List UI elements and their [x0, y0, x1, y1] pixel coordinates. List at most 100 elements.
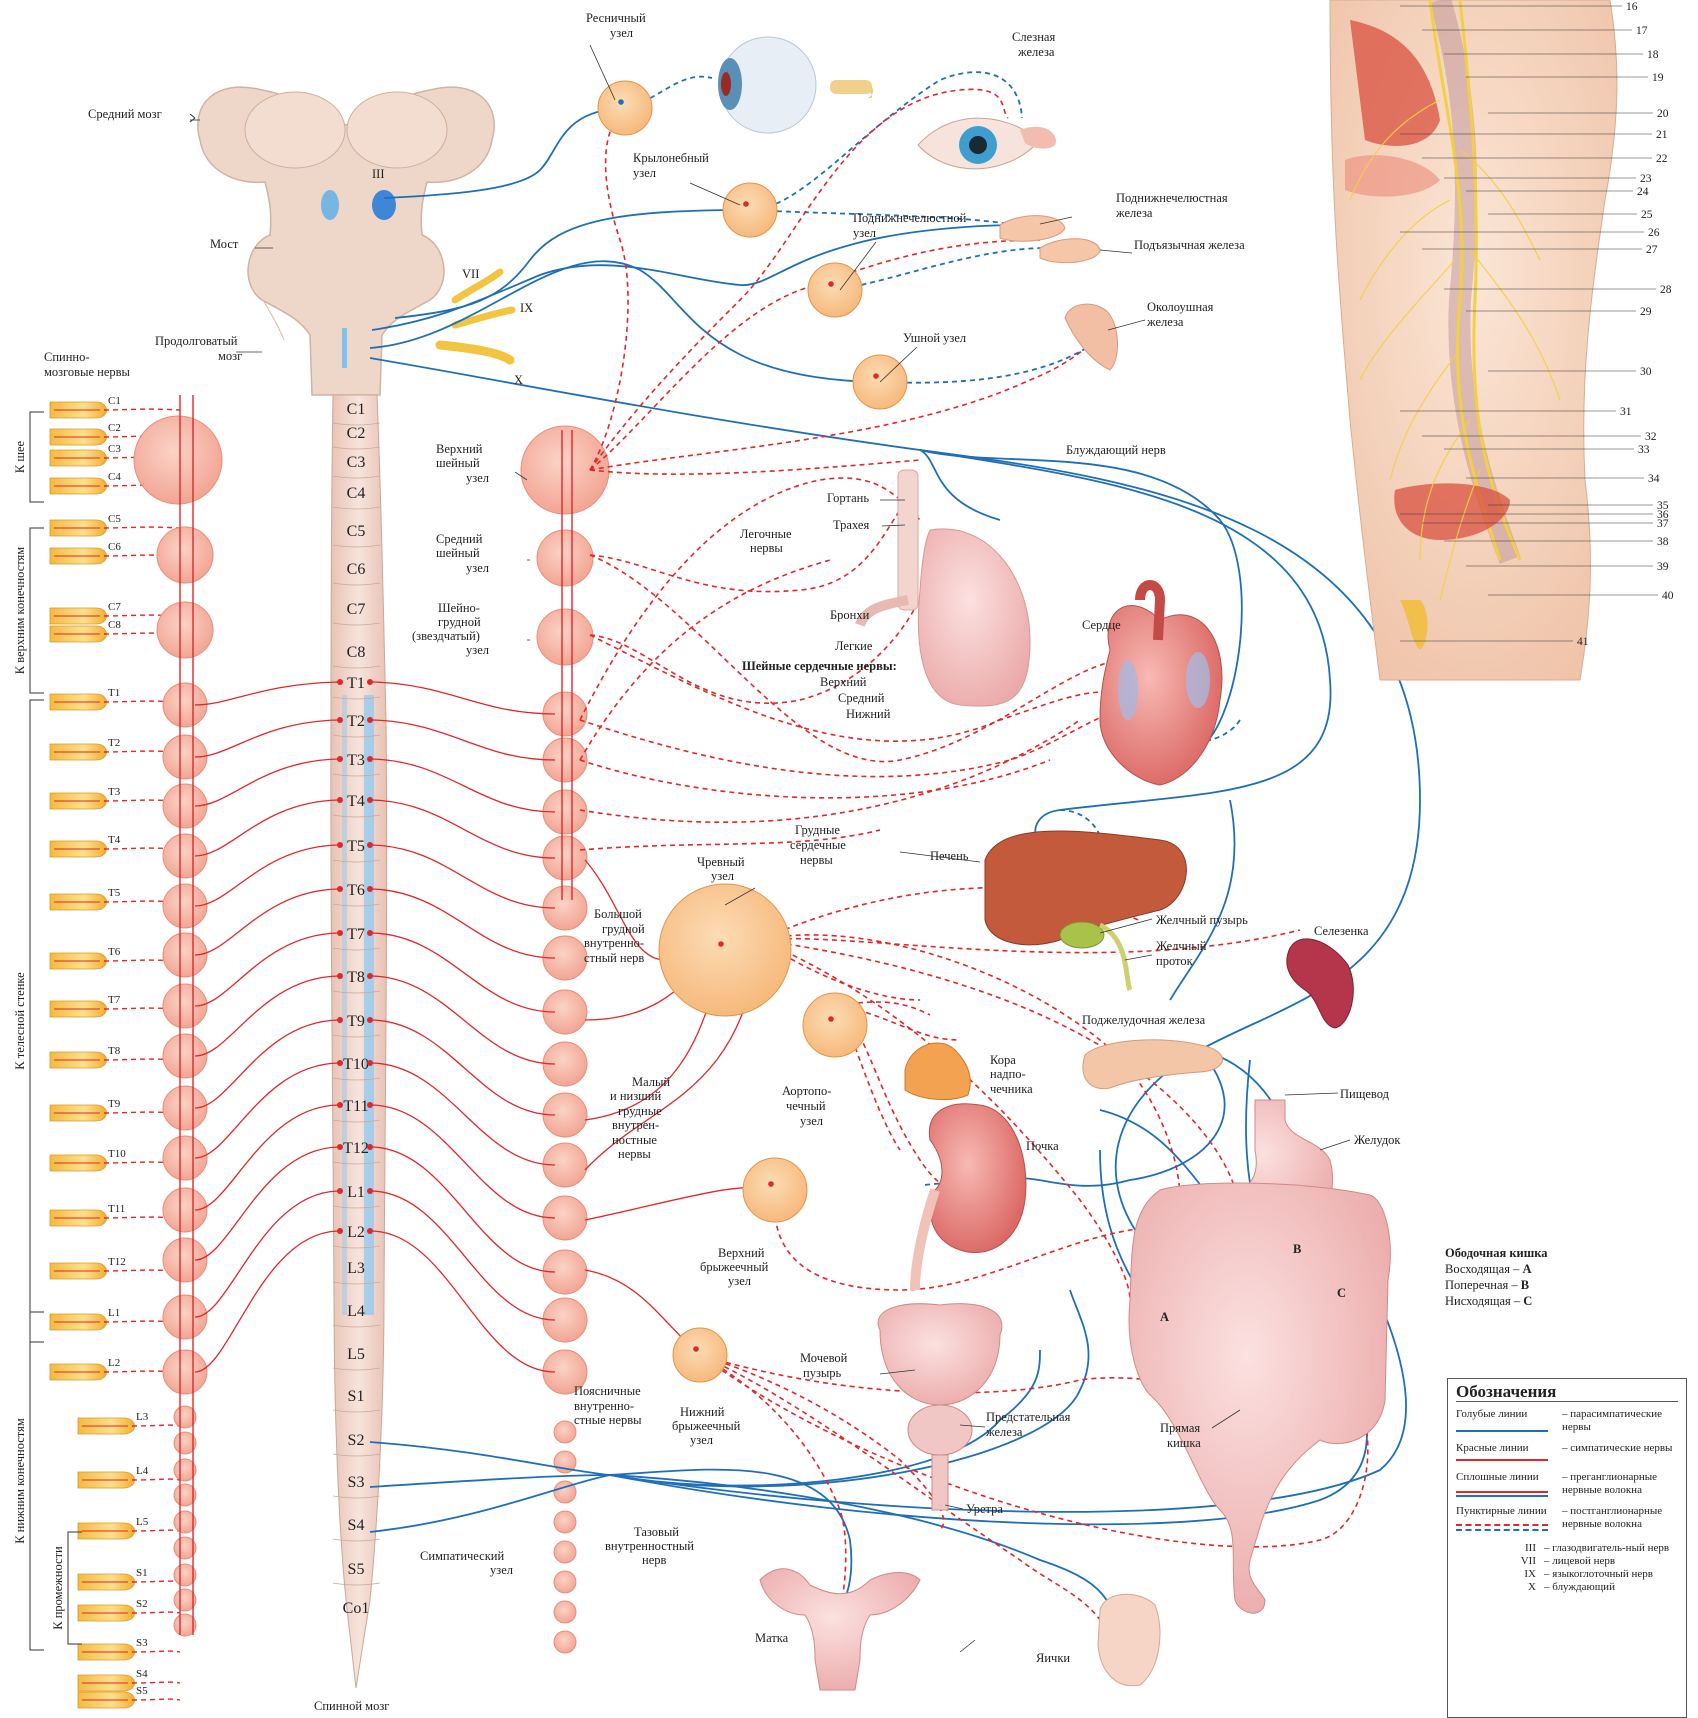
aorticorenal-label-3: узел	[800, 1114, 823, 1128]
legend-solid-line-blue	[1456, 1495, 1548, 1497]
inset-number-21: 21	[1656, 129, 1668, 141]
spleen-label: Селезенка	[1314, 924, 1369, 938]
cardiac-upper-label: Верхний	[820, 675, 867, 689]
segment-label-c6: C6	[347, 561, 366, 578]
inf-mesenteric-label-2: брыжеечный	[672, 1419, 741, 1433]
colon-b: Поперечная – B	[1445, 1277, 1548, 1293]
legend-blue-line	[1456, 1430, 1548, 1432]
submandibular-label: Поднижнечелюстной	[853, 211, 967, 225]
segment-label-c4: C4	[347, 485, 366, 502]
segment-label-l3: L3	[347, 1260, 365, 1277]
bronchi-label: Бронхи	[830, 608, 870, 622]
lesser-splanchnic-label-5: ностные	[612, 1133, 657, 1147]
segment-label-s1: S1	[348, 1388, 365, 1405]
segment-label-c1: C1	[347, 401, 366, 418]
vagus-nerve-yellow	[440, 345, 510, 360]
spinal-nerve-label-t2: T2	[108, 737, 120, 749]
spinal-nerve-label-s4: S4	[136, 1668, 148, 1680]
legend-row-red: Красные линии – симпатические нервы	[1456, 1442, 1678, 1463]
bracket-upper-limbs	[30, 528, 44, 693]
sacral-ganglion-right	[554, 1511, 576, 1533]
spinal-cord	[331, 395, 387, 1688]
inset-number-20: 20	[1657, 108, 1669, 120]
sacral-ganglion-right	[554, 1571, 576, 1593]
lungs-label: Легкие	[835, 639, 873, 653]
legend-solid-val: – преганглионарные нервные волокна	[1558, 1471, 1678, 1497]
colon-a-label: Восходящая –	[1445, 1262, 1522, 1276]
spinal-nerve-label-t1: T1	[108, 687, 120, 699]
adrenal-label: Кора	[990, 1053, 1016, 1067]
inset-number-34: 34	[1648, 473, 1660, 485]
legend-red-key-text: Красные линии	[1456, 1442, 1529, 1454]
legend-dashed-key-text: Пунктирные линии	[1456, 1505, 1547, 1517]
medulla-label-2: мозг	[218, 349, 242, 363]
lacrimal-label: Слезная	[1012, 30, 1055, 44]
sacral-ganglion-right	[554, 1631, 576, 1653]
adrenal-label-3: чечника	[990, 1082, 1033, 1096]
spinal-nerve-label-s2: S2	[136, 1598, 148, 1610]
legend-box: Обозначения Голубые линии – парасимпатич…	[1447, 1378, 1687, 1718]
segment-label-c2: C2	[347, 425, 366, 442]
greater-splanchnic-label-3: внутренно-	[584, 936, 644, 950]
segment-label-t7: T7	[347, 926, 365, 943]
inset-number-17: 17	[1636, 25, 1648, 37]
kidney-label: Почка	[1026, 1139, 1059, 1153]
stomach-label: Желудок	[1354, 1133, 1401, 1147]
legend-blue-key-text: Голубые линии	[1456, 1408, 1527, 1420]
thoracic-cardiac-label: Грудные	[795, 823, 840, 837]
segment-label-t4: T4	[347, 793, 365, 810]
gray-ramus	[132, 1479, 180, 1480]
legend-blue-key: Голубые линии	[1456, 1408, 1558, 1434]
inset-number-28: 28	[1660, 284, 1672, 296]
segment-label-s2: S2	[348, 1432, 365, 1449]
white-ramus-right	[372, 1147, 555, 1272]
leader-line	[960, 1640, 975, 1652]
bracket-lower-limbs-label: К нижним конечностям	[13, 1418, 27, 1544]
spinal-nerve-label-t6: T6	[108, 946, 121, 958]
legend-row-blue: Голубые линии – парасимпатические нервы	[1456, 1408, 1678, 1434]
liver-label: Печень	[930, 849, 969, 863]
inset-number-39: 39	[1657, 561, 1669, 573]
sup-mesenteric-label-3: узел	[728, 1274, 751, 1288]
white-ramus-left	[195, 1147, 338, 1260]
spleen-illustration	[1287, 939, 1353, 1028]
spinal-cord-label: Спинной мозг	[314, 1699, 389, 1713]
inset-number-30: 30	[1640, 366, 1652, 378]
pulmonary-label: Легочные	[740, 527, 792, 541]
inset-number-29: 29	[1640, 306, 1652, 318]
gray-ramus	[132, 1699, 180, 1700]
submandibular-gland-label-2: железа	[1115, 206, 1153, 220]
colon-a: Восходящая – A	[1445, 1261, 1548, 1277]
inset-number-24: 24	[1637, 186, 1649, 198]
white-ramus-right	[372, 1105, 555, 1218]
bile-duct-label: Желчный	[1156, 939, 1207, 953]
segment-label-c8: C8	[347, 644, 366, 661]
inset-number-37: 37	[1657, 518, 1669, 530]
spinal-nerve-label-c7: C7	[108, 601, 121, 613]
sup-cervical-label: Верхний	[436, 442, 483, 456]
cardiac-title-label: Шейные сердечные нервы:	[742, 659, 897, 673]
esophagus-label: Пищевод	[1340, 1087, 1390, 1101]
paravertebral-ganglion-left	[134, 416, 222, 504]
white-ramus-right	[372, 889, 555, 958]
bracket-upper-limbs-label: К верхним конечностям	[13, 547, 27, 675]
greater-splanchnic-label-4: стный нерв	[584, 951, 644, 965]
spinal-nerve-label-c3: C3	[108, 443, 121, 455]
ganglion-synapse	[873, 373, 879, 379]
body-inset-illustration	[1330, 0, 1617, 680]
cord-lateral-horn	[364, 695, 374, 1315]
segment-label-t12: T12	[343, 1140, 369, 1157]
legend-blue-val: – парасимпатические нервы	[1558, 1408, 1678, 1434]
celiac-ganglion	[659, 884, 791, 1016]
spinal-nerve-label-l1: L1	[108, 1307, 120, 1319]
legend-solid-line-red	[1456, 1491, 1548, 1493]
bladder-label: Мочевой	[800, 1351, 848, 1365]
sacral-ganglion-right	[554, 1541, 576, 1563]
aorticorenal-ganglion	[803, 993, 867, 1057]
spinal-nerve-label-l5: L5	[136, 1516, 149, 1528]
white-ramus-right	[372, 682, 555, 714]
uterus-label: Матка	[755, 1631, 789, 1645]
legend-dashed-key: Пунктирные линии	[1456, 1505, 1558, 1534]
spinal-nerve-label-c5: C5	[108, 513, 121, 525]
